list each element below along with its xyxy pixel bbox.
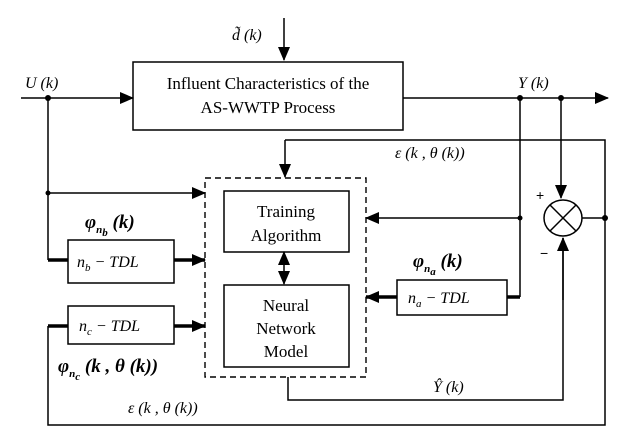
tdl-a-box — [396, 279, 508, 316]
plant-box — [132, 61, 404, 131]
input-signal: U (k) — [21, 75, 206, 262]
nn-label-line1: Neural — [263, 296, 310, 315]
error-bottom-line — [47, 218, 606, 426]
error-top-line — [285, 139, 606, 218]
training-block: Training Algorithm — [223, 190, 350, 253]
error-feedback: ε (k , θ (k)) ε (k , θ (k)) — [47, 139, 608, 426]
disturbance-label: d̃ (k) — [232, 26, 262, 44]
sum-plus-sign: + — [536, 187, 544, 203]
identifier-dashed-box — [204, 177, 367, 378]
error-top-label: ε (k , θ (k)) — [395, 145, 465, 162]
nn-box — [223, 284, 350, 368]
training-label-line2: Algorithm — [251, 226, 322, 245]
error-bottom-label: ε (k , θ (k)) — [128, 400, 198, 417]
phi-c-label: φnc (k , θ (k)) — [58, 356, 158, 383]
tdl-a-label: na − TDL — [408, 290, 470, 310]
disturbance-signal: d̃ (k) — [232, 18, 290, 61]
tdl-a-block: na − TDL φna (k) — [365, 251, 508, 316]
summing-junction: + − — [536, 187, 583, 261]
estimate-signal: Ŷ (k) — [287, 237, 569, 401]
plant-label-line1: Influent Characteristics of the — [167, 74, 370, 93]
input-label: U (k) — [25, 75, 58, 92]
nn-label-line2: Network — [256, 319, 316, 338]
training-label-line1: Training — [257, 202, 315, 221]
phi-b-label: φnb (k) — [85, 212, 135, 239]
nn-label-line3: Model — [264, 342, 309, 361]
tdl-b-label: nb − TDL — [77, 254, 139, 274]
tdl-c-block: nc − TDL φnc (k , θ (k)) — [58, 305, 206, 383]
plant-block: Influent Characteristics of the AS-WWTP … — [132, 61, 404, 131]
plant-label-line2: AS-WWTP Process — [201, 98, 336, 117]
phi-a-label: φna (k) — [413, 251, 463, 278]
tdl-b-block: nb − TDL φnb (k) — [67, 212, 206, 284]
tdl-b-box — [67, 239, 175, 284]
output-signal: Y (k) — [365, 75, 609, 299]
output-label: Y (k) — [518, 75, 549, 92]
estimate-line — [287, 238, 564, 401]
sum-minus-sign: − — [540, 245, 548, 261]
estimate-label: Ŷ (k) — [433, 377, 464, 396]
nn-block: Neural Network Model — [223, 284, 350, 368]
sum-cross-2 — [549, 204, 577, 232]
tdl-c-label: nc − TDL — [79, 318, 140, 338]
